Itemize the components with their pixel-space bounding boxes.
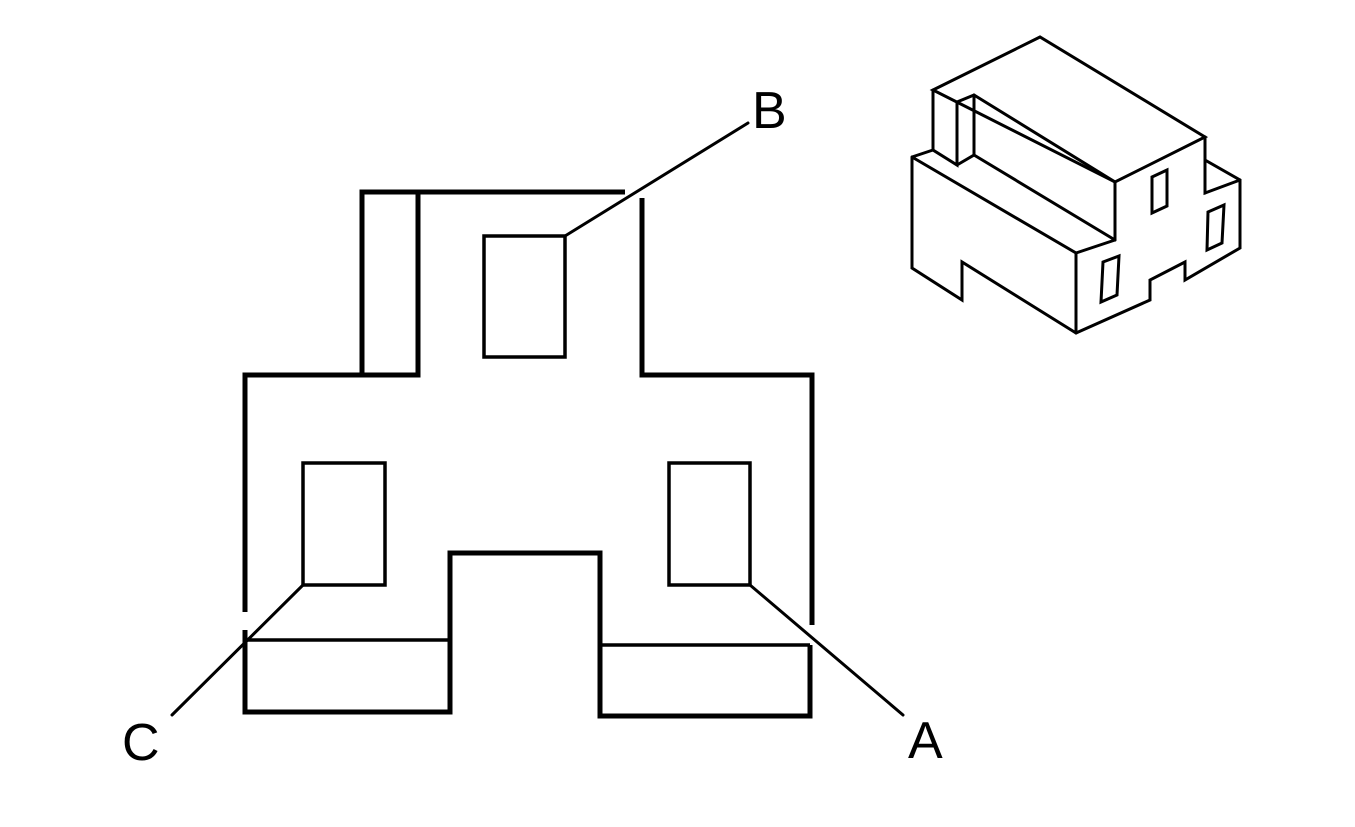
housing-outline [242, 189, 815, 719]
iso-upper-side [1074, 135, 1242, 335]
leader-line-c [170, 583, 305, 717]
label-b: B [752, 82, 787, 140]
cavity-c [301, 461, 387, 587]
connector-isometric-view [910, 35, 1242, 335]
connector-face-view: B C A [122, 82, 943, 772]
iso-upper-step [972, 93, 1117, 242]
cavity-b [482, 234, 567, 359]
label-a: A [908, 712, 943, 770]
label-c: C [122, 714, 160, 772]
iso-slot-3 [1099, 253, 1121, 305]
iso-slot-2 [1205, 202, 1226, 253]
cavity-a [667, 461, 752, 587]
iso-slot-1 [1150, 167, 1169, 216]
leader-line-a [748, 583, 905, 717]
latch-strip [362, 192, 421, 378]
iso-lower-body [910, 148, 1117, 335]
leader-line-b [563, 121, 750, 238]
